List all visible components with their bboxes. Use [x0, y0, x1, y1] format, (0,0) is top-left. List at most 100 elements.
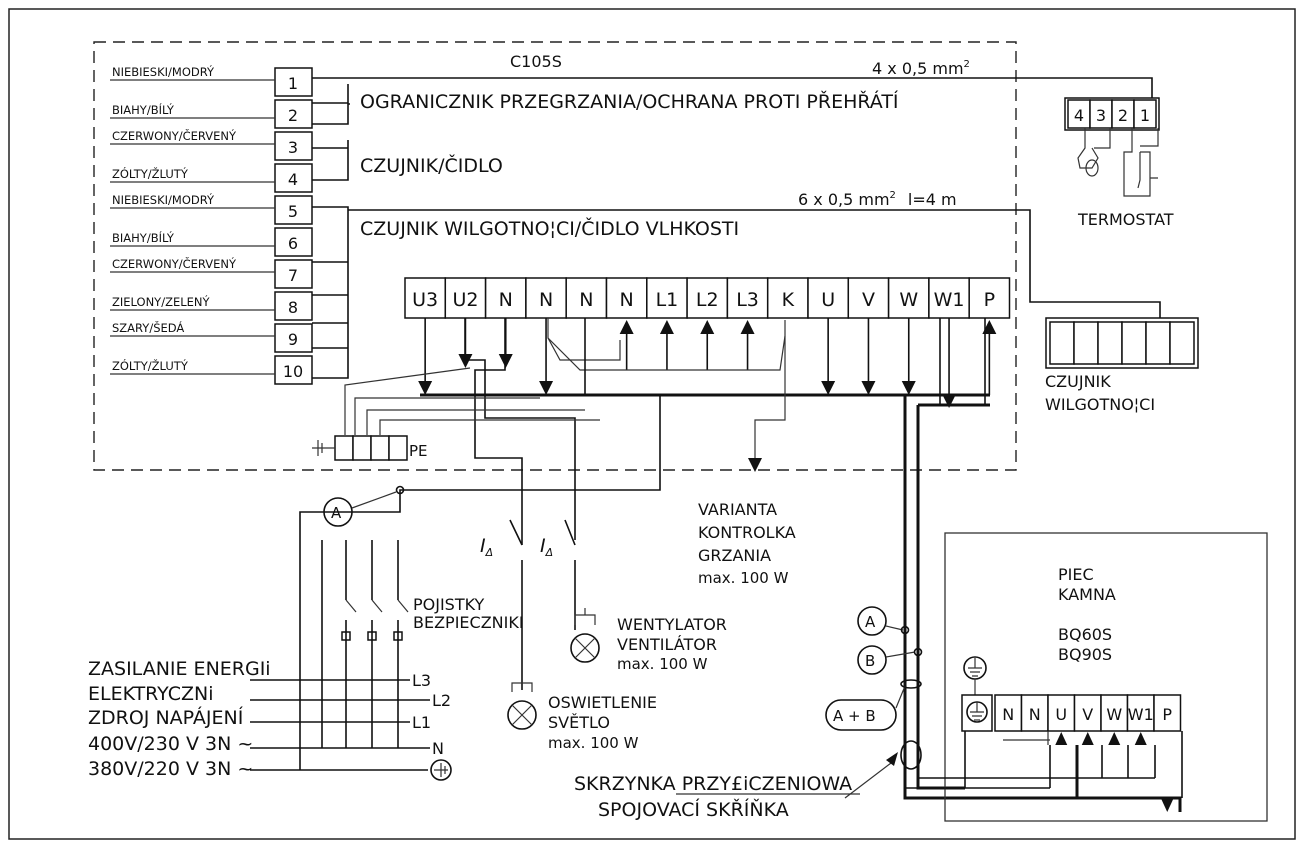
top-terminal-u2: U2 [452, 289, 478, 311]
cable1-spec: 4 x 0,5 mm2 [872, 59, 970, 78]
thermostat-terminal-4: 4 [1074, 106, 1084, 125]
wire-color-4: ZÓLTY/ŽLUTÝ [112, 166, 189, 181]
stove-terminal-v: V [1082, 705, 1093, 724]
top-terminal-n: N [539, 289, 553, 311]
humidity-sensor-label-1: CZUJNIK [1045, 372, 1111, 391]
left-terminal-4: 4 [288, 170, 298, 189]
thermostat-terminal-2: 2 [1118, 106, 1128, 125]
wire-color-7: CZERWONY/ČERVENÝ [112, 256, 237, 271]
humidity-sensor-terminal [1169, 321, 1195, 365]
wire-color-10: ZÓLTY/ŽLUTÝ [112, 358, 189, 373]
thermostat-terminal-3: 3 [1096, 106, 1106, 125]
phase-l1: L1 [412, 713, 431, 732]
light-line1: OSWIETLENIE [548, 693, 657, 712]
variant-line1: VARIANTA [698, 500, 777, 519]
variant-line4: max. 100 W [698, 569, 789, 587]
top-terminal-n: N [499, 289, 513, 311]
humidity-sensor-terminal [1097, 321, 1123, 365]
top-terminal-strip: U3 U2 N N N N L1 L2 L3 K U V W W1 P [404, 277, 1011, 319]
left-terminal-strip: 1NIEBIESKI/MODRÝ2BIAHY/BÍLÝ3CZERWONY/ČER… [110, 64, 313, 385]
fan-line2: VENTILÁTOR [617, 635, 717, 654]
controller-boundary [93, 41, 1017, 471]
left-terminal-9: 9 [288, 330, 298, 349]
stove-line3: BQ60S [1058, 625, 1112, 644]
top-terminal-w: W [899, 289, 918, 311]
left-terminal-10: 10 [283, 362, 303, 381]
stove-terminal-n: N [1002, 705, 1014, 724]
circle-a-stove: A [865, 613, 876, 631]
supply-line1: ZASILANIE ENERGIi [88, 658, 271, 680]
top-terminal-l2: L2 [696, 289, 719, 311]
circle-ab: A + B [833, 707, 876, 725]
stove-terminal-n: N [1029, 705, 1041, 724]
stove-terminal-u: U [1055, 705, 1067, 724]
top-terminal-p: P [984, 289, 995, 311]
top-terminal-k: K [782, 289, 795, 311]
pe-label: PE [409, 442, 428, 460]
rcd-symbol-2: IΔ [540, 535, 553, 559]
stove-box [944, 532, 1268, 822]
junction-line1: SKRZYNKA PRZY£iCZENIOWA [574, 773, 852, 795]
wire-color-3: CZERWONY/ČERVENÝ [112, 128, 237, 143]
controller-name: C105S [510, 52, 562, 71]
sensor-label: CZUJNIK/ČIDLO [360, 153, 503, 177]
variant-line3: GRZANIA [698, 546, 771, 565]
left-terminal-7: 7 [288, 266, 298, 285]
fuses-line2: BEZPIECZNIKI [413, 613, 524, 632]
fuses-line1: POJISTKY [413, 595, 485, 614]
wire-color-9: SZARY/ŠEDÁ [112, 320, 184, 335]
thermostat-terminal-1: 1 [1140, 106, 1150, 125]
top-terminal-n: N [620, 289, 634, 311]
stove-terminal-p: P [1162, 705, 1172, 724]
top-terminal-n: N [579, 289, 593, 311]
wire-color-8: ZIELONY/ZELENÝ [112, 294, 211, 309]
humidity-sensor-block [1045, 317, 1199, 369]
circle-b-stove: B [865, 652, 875, 670]
left-terminal-2: 2 [288, 106, 298, 125]
humidity-sensor-terminal [1049, 321, 1075, 365]
humidity-sensor-terminal [1073, 321, 1099, 365]
wire-color-6: BIAHY/BÍLÝ [112, 230, 175, 245]
top-terminal-w1: W1 [934, 289, 965, 311]
stove-line1: PIEC [1058, 565, 1094, 584]
junction-line2: SPOJOVACÍ SKŘÍŇKA [598, 798, 789, 821]
left-terminal-6: 6 [288, 234, 298, 253]
stove-line4: BQ90S [1058, 645, 1112, 664]
supply-line3: ZDROJ NAPÁJENÍ [88, 706, 244, 729]
humidity-sensor-terminal [1145, 321, 1171, 365]
top-terminal-v: V [862, 289, 875, 311]
left-terminal-3: 3 [288, 138, 298, 157]
circle-a-supply: A [331, 504, 342, 522]
stove-line2: KAMNA [1058, 585, 1116, 604]
rcd-symbol-1: IΔ [480, 535, 493, 559]
humidity-sensor-terminal [1121, 321, 1147, 365]
phase-l2: L2 [432, 691, 451, 710]
wire-color-2: BIAHY/BÍLÝ [112, 102, 175, 117]
supply-line2: ELEKTRYCZNi [88, 683, 214, 705]
light-line3: max. 100 W [548, 734, 639, 752]
supply-line5: 380V/220 V 3N ~ [88, 758, 253, 780]
stove-terminal-w1: W1 [1128, 705, 1154, 724]
top-terminal-l1: L1 [656, 289, 679, 311]
supply-line4: 400V/230 V 3N ~ [88, 733, 253, 755]
humidity-label: CZUJNIK WILGOTNO¦CI/ČIDLO VLHKOSTI [360, 216, 739, 240]
phase-l3: L3 [412, 671, 431, 690]
left-terminal-8: 8 [288, 298, 298, 317]
left-terminal-1: 1 [288, 74, 298, 93]
wire-color-5: NIEBIESKI/MODRÝ [112, 192, 215, 207]
light-line2: SVĚTLO [548, 713, 610, 732]
top-terminal-l3: L3 [736, 289, 759, 311]
top-terminal-u3: U3 [412, 289, 438, 311]
stove-terminal-w: W [1106, 705, 1122, 724]
fan-line3: max. 100 W [617, 655, 708, 673]
variant-line2: KONTROLKA [698, 523, 796, 542]
humidity-sensor-label-2: WILGOTNO¦CI [1045, 395, 1155, 414]
phase-n: N [432, 739, 444, 758]
top-terminal-u: U [821, 289, 835, 311]
left-terminal-5: 5 [288, 202, 298, 221]
overheat-label: OGRANICZNIK PRZEGRZANIA/OCHRANA PROTI PŘ… [360, 90, 899, 113]
